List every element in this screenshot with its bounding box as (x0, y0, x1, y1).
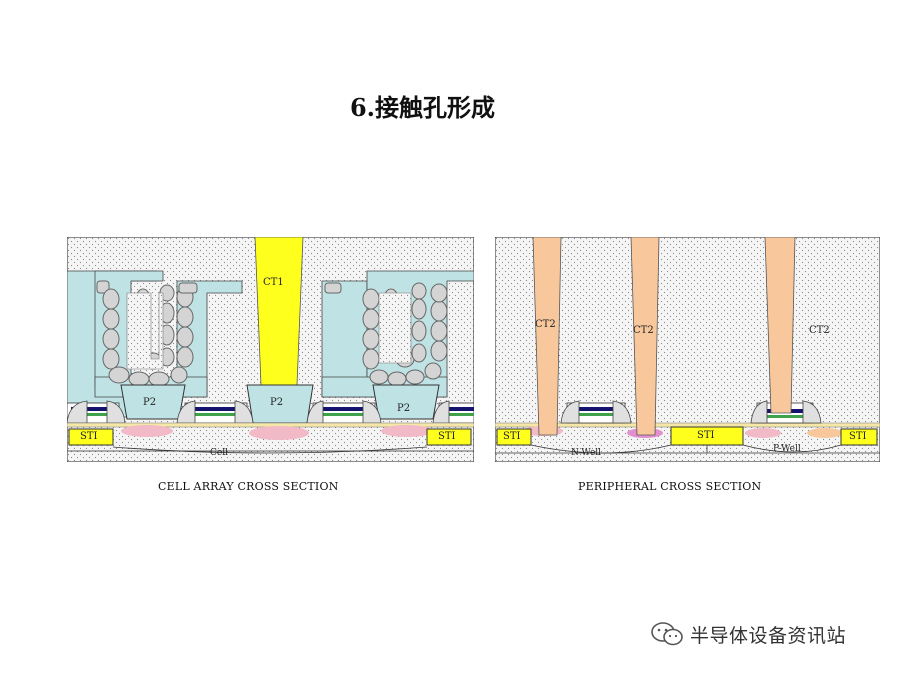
ct1-contact (254, 237, 304, 386)
ct2-contact-b (630, 237, 660, 436)
watermark: 半导体设备资讯站 (650, 620, 846, 648)
watermark-text: 半导体设备资讯站 (690, 624, 847, 647)
p2-left-label: P2 (143, 397, 157, 408)
p-well-label: P-Well (773, 444, 801, 454)
sti-right (426, 428, 472, 446)
ct2-a-label: CT2 (535, 319, 556, 330)
peripheral-caption: PERIPHERAL CROSS SECTION (578, 480, 762, 493)
peripheral-diagram (495, 237, 880, 462)
cell-array-caption: CELL ARRAY CROSS SECTION (158, 480, 339, 493)
ct1-label: CT1 (263, 277, 284, 288)
sti-right-label: STI (438, 431, 456, 442)
p2-center-label: P2 (270, 397, 284, 408)
cell-array-cross-section: CT1 P2 P2 P2 STI STI Cell (67, 237, 474, 462)
cell-array-diagram (67, 237, 474, 462)
sti-left-label: STI (80, 431, 98, 442)
ct2-contact-c (764, 237, 796, 414)
ct2-b-label: CT2 (633, 325, 654, 336)
p2-right-label: P2 (397, 403, 411, 414)
slide-title: 6.接触孔形成 (349, 93, 496, 122)
sti-left (68, 428, 114, 446)
sti-center-label: STI (697, 430, 715, 441)
sti-left-label: STI (503, 431, 521, 442)
ct2-contact-a (532, 237, 562, 436)
peripheral-cross-section: CT2 CT2 CT2 STI STI STI N-Well P-Well (495, 237, 880, 462)
p2-plug-right (372, 384, 440, 420)
ct2-c-label: CT2 (809, 325, 830, 336)
cell-well-label: Cell (210, 448, 228, 458)
sti-right (840, 428, 878, 446)
n-well-label: N-Well (571, 448, 602, 458)
sti-left (496, 428, 532, 446)
sti-right-label: STI (849, 431, 867, 442)
wechat-icon (651, 622, 683, 646)
